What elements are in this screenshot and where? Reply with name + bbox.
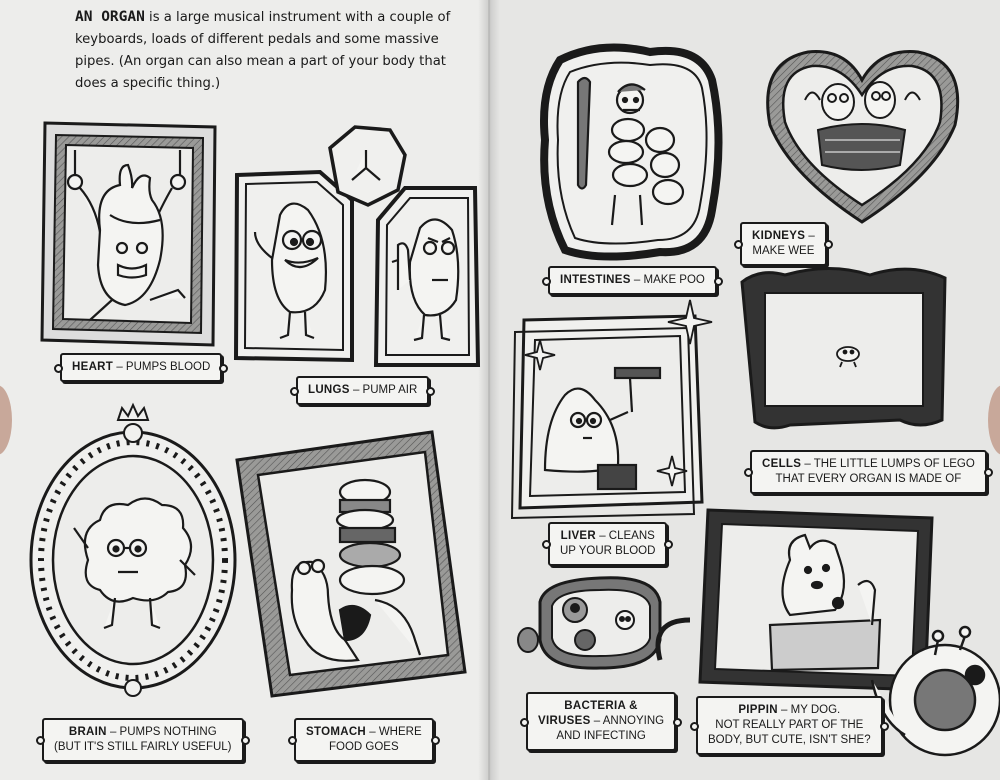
label-kidneys-desc: –	[805, 230, 815, 242]
label-heart-name: HEART	[72, 361, 114, 373]
label-lungs: LUNGS – PUMP AIR	[289, 376, 436, 405]
lungs-character-icon	[253, 150, 460, 342]
kidneys-character-icon	[804, 81, 921, 171]
label-pippin-name: PIPPIN	[738, 704, 778, 716]
heart-character-icon	[66, 150, 187, 321]
label-heart: HEART – PUMPS BLOOD	[53, 353, 229, 382]
intro-text: is a large musical instrument with a cou…	[75, 10, 451, 91]
label-liver-desc: – CLEANS	[596, 530, 655, 542]
label-liver: LIVER – CLEANS UP YOUR BLOOD	[541, 522, 674, 566]
intestines-character-icon	[576, 76, 685, 226]
label-intestines-name: INTESTINES	[560, 274, 631, 286]
dog-pippin-icon	[768, 533, 882, 672]
label-cells-desc2: THAT EVERY ORGAN IS MADE OF	[775, 473, 962, 485]
bacteria-frame	[538, 576, 662, 670]
brain-character-icon	[73, 497, 196, 630]
stomach-character-icon	[290, 478, 422, 662]
liver-character-icon	[543, 366, 662, 491]
label-liver-name: LIVER	[560, 530, 596, 542]
left-thumb	[0, 385, 12, 455]
label-bacteria: BACTERIA & VIRUSES – ANNOYING AND INFECTIN…	[519, 692, 683, 751]
label-brain-name: BRAIN	[68, 726, 107, 738]
label-bacteria-desc: – ANNOYING	[590, 715, 665, 727]
label-bacteria-desc2: AND INFECTING	[556, 730, 646, 742]
intro-term: AN ORGAN	[75, 9, 145, 25]
label-stomach: STOMACH – WHERE FOOD GOES	[288, 718, 440, 762]
label-bacteria-name2: VIRUSES	[538, 715, 591, 727]
label-kidneys: KIDNEYS – MAKE WEE	[734, 222, 833, 266]
label-cells-name: CELLS	[762, 458, 802, 470]
label-lungs-desc: – PUMP AIR	[349, 384, 418, 396]
label-stomach-desc: – WHERE	[366, 726, 422, 738]
label-intestines: INTESTINES – MAKE POO	[542, 266, 723, 295]
label-heart-desc: – PUMPS BLOOD	[113, 361, 211, 373]
label-kidneys-name: KIDNEYS	[752, 230, 806, 242]
label-cells: CELLS – THE LITTLE LUMPS OF LEGO THAT EVE…	[744, 450, 993, 494]
label-stomach-name: STOMACH	[306, 726, 367, 738]
label-brain: BRAIN – PUMPS NOTHING (BUT IT'S STILL FAI…	[36, 718, 250, 762]
label-pippin: PIPPIN – MY DOG. NOT REALLY PART OF THE BO…	[690, 696, 889, 755]
label-intestines-desc: – MAKE POO	[630, 274, 705, 286]
label-brain-desc2: (BUT IT'S STILL FAIRLY USEFUL)	[54, 741, 232, 753]
label-pippin-desc3: BODY, BUT CUTE, ISN'T SHE?	[708, 734, 871, 746]
label-cells-desc: – THE LITTLE LUMPS OF LEGO	[801, 458, 975, 470]
intro-paragraph: AN ORGAN is a large musical instrument w…	[75, 6, 465, 95]
lungs-frames	[233, 125, 481, 367]
bacteria-characters-icon	[517, 597, 635, 653]
label-pippin-desc: – MY DOG.	[777, 704, 841, 716]
label-bacteria-name: BACTERIA &	[564, 700, 638, 712]
label-stomach-desc2: FOOD GOES	[328, 741, 399, 753]
robot-icon	[655, 617, 1000, 757]
label-lungs-name: LUNGS	[308, 384, 350, 396]
label-liver-desc2: UP YOUR BLOOD	[560, 545, 656, 557]
label-brain-desc: – PUMPS NOTHING	[106, 726, 217, 738]
label-pippin-desc2: NOT REALLY PART OF THE	[715, 719, 864, 731]
right-thumb	[988, 385, 1000, 455]
book-gutter	[478, 0, 500, 780]
cell-character-icon	[836, 346, 860, 368]
label-kidneys-desc2: MAKE WEE	[752, 245, 815, 257]
